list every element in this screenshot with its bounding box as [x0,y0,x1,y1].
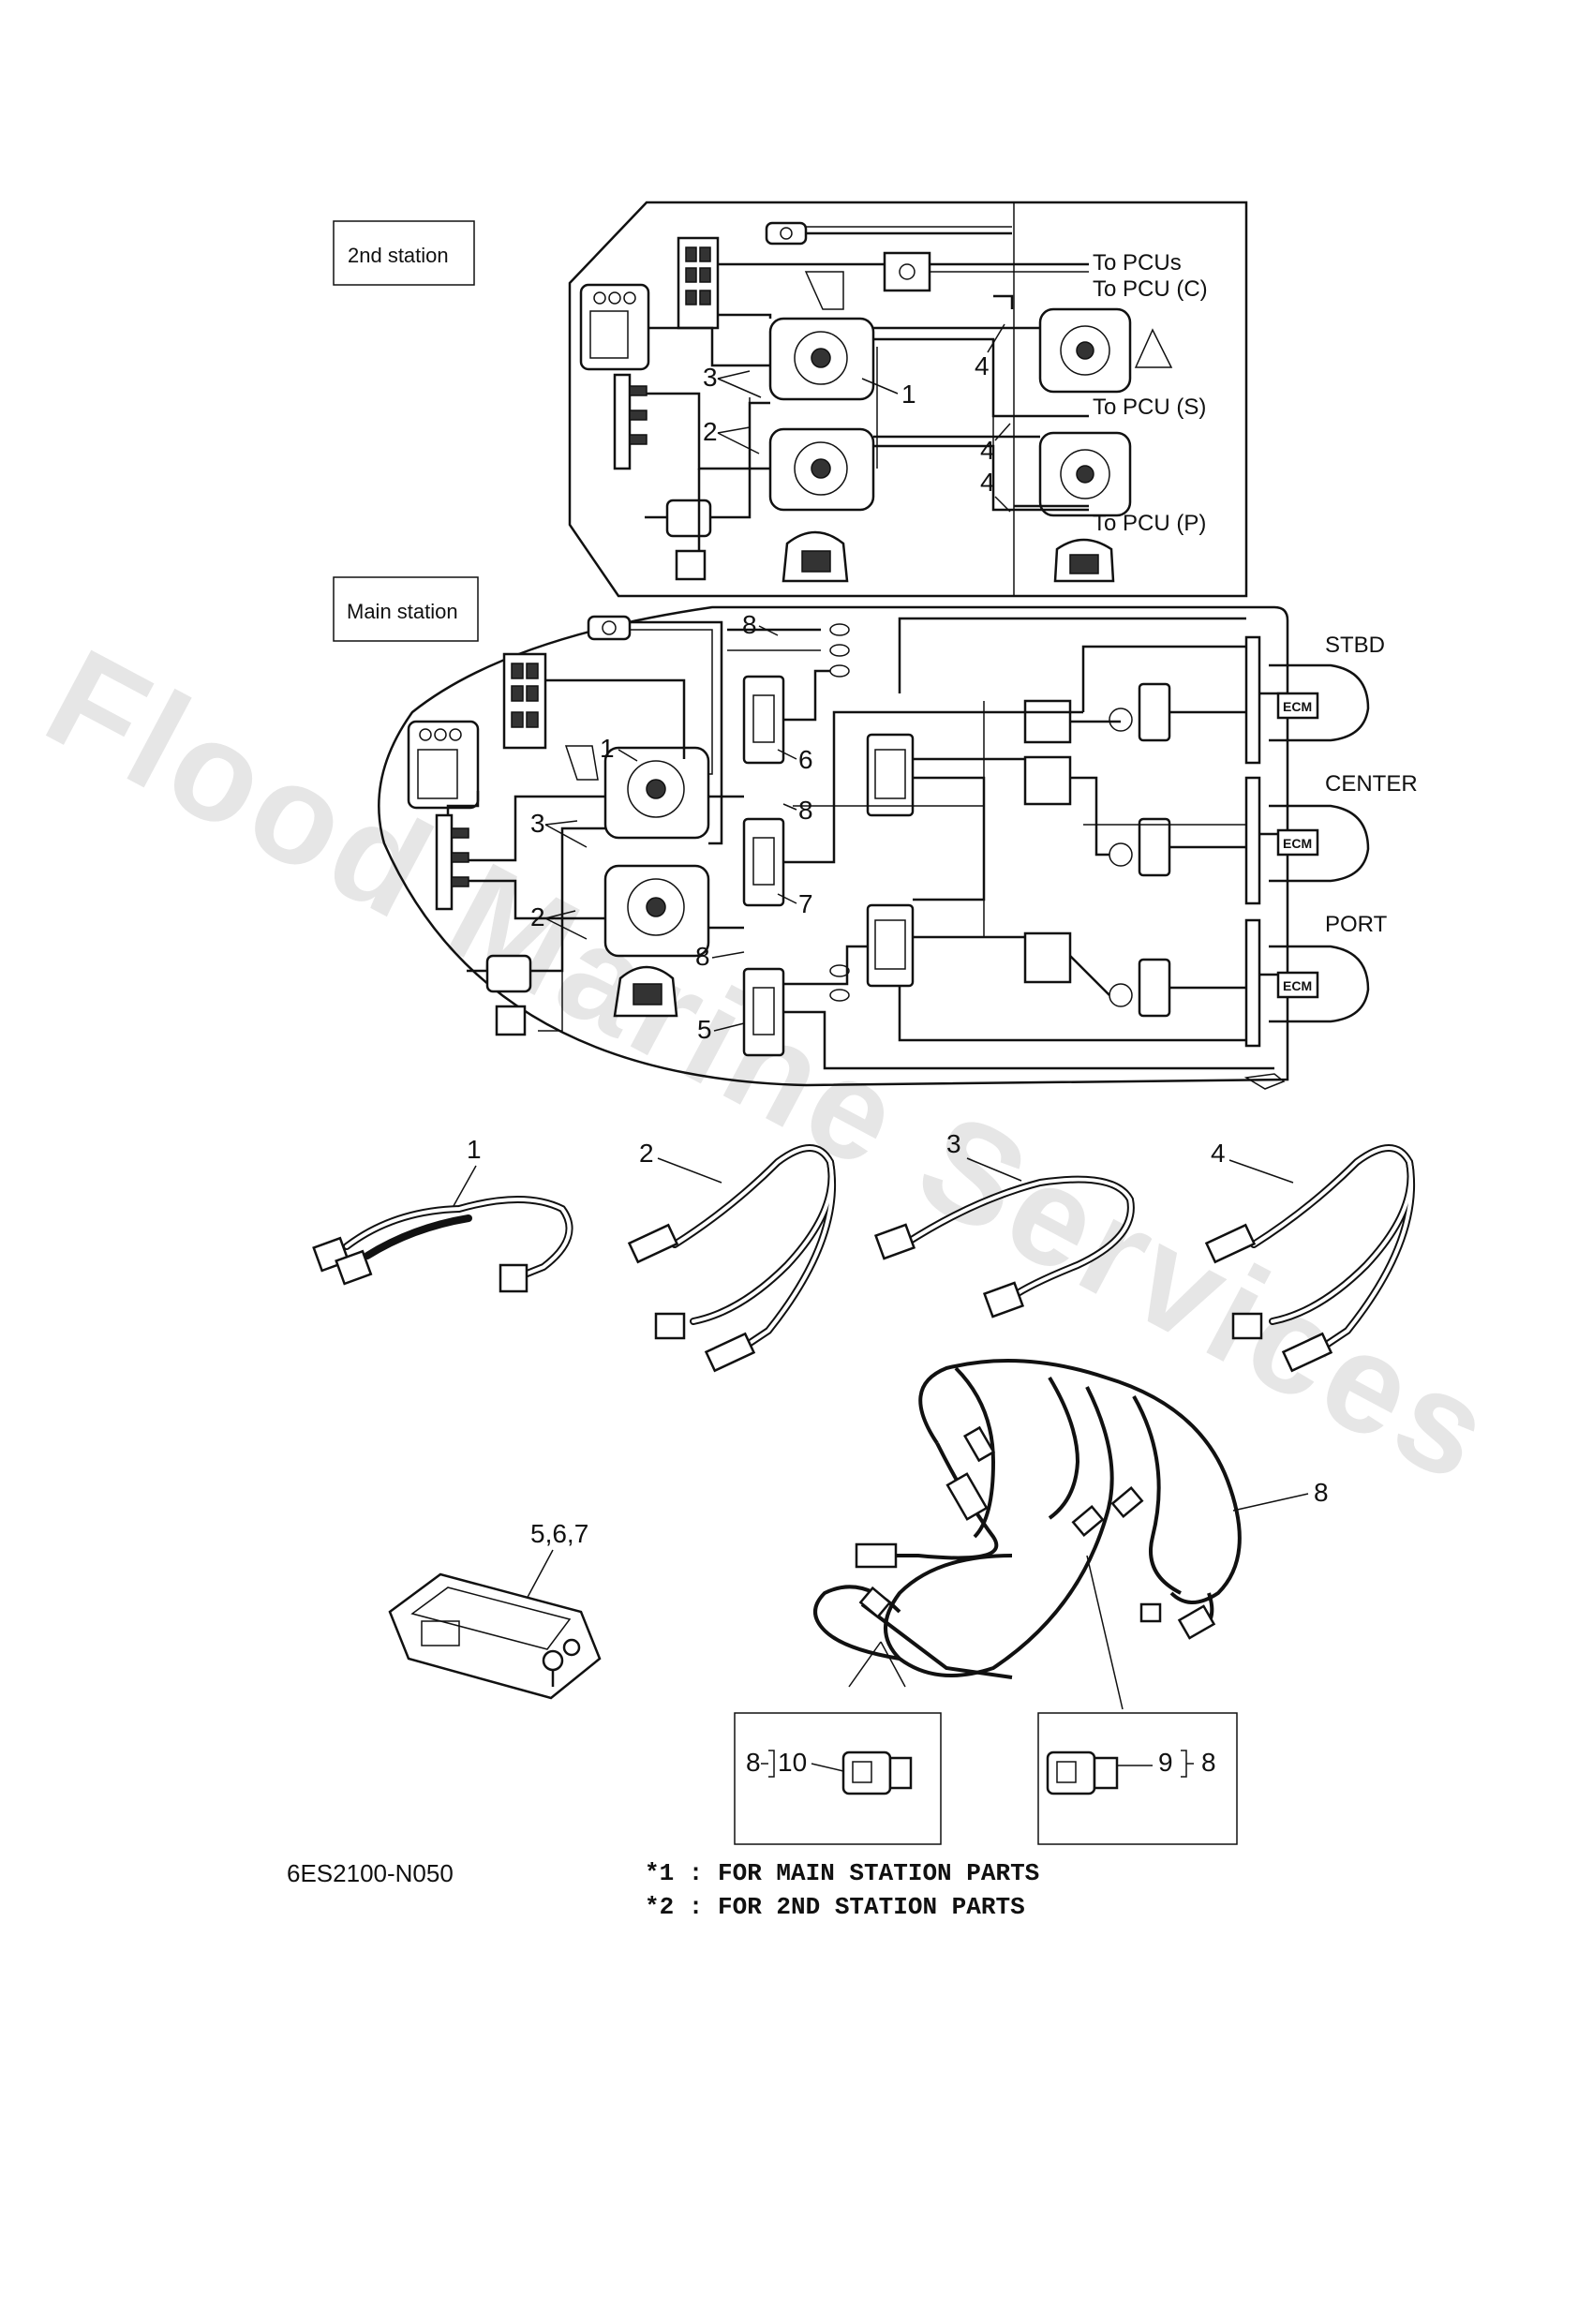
ecm-port: ECM [1283,978,1312,993]
part-1-harness: 1 [312,1135,573,1293]
ecm-stbd: ECM [1283,699,1312,714]
callout-8-main-c: 8 [695,942,710,971]
main-station-label-box [333,576,479,642]
detail-9-parent: 8 [1201,1748,1216,1777]
callout-4-2nd-c: 4 [980,468,995,497]
engine-port: PORT ECM [1269,912,1388,1023]
callout-7-main: 7 [798,889,813,918]
engine-port-label: PORT [1325,912,1388,937]
ecm-center: ECM [1283,836,1312,851]
callout-3-2nd: 3 [703,363,718,392]
callout-2-main: 2 [530,902,545,931]
callout-3-main: 3 [530,809,545,838]
part-4-callout: 4 [1211,1139,1226,1168]
callout-4-2nd-a: 4 [975,351,990,380]
callout-1-2nd: 1 [901,380,916,409]
dest-pcu-p: To PCU (P) [1093,511,1206,536]
engine-stbd-label: STBD [1325,633,1385,658]
main-station-label: Main station [347,600,458,623]
detail-10-parent: 8 [746,1748,761,1777]
part-567-callout: 5,6,7 [530,1519,588,1548]
callout-8-main-b: 8 [798,796,813,825]
second-station-label: 2nd station [348,244,449,267]
detail-10-child: 10 [778,1748,807,1777]
callout-4-2nd-b: 4 [980,436,995,465]
part-567-gateway: 5,6,7 [388,1519,602,1700]
note-main-station: *1 : FOR MAIN STATION PARTS [645,1859,1039,1887]
callout-6-main: 6 [798,745,813,774]
note-2nd-station: *2 : FOR 2ND STATION PARTS [645,1893,1025,1921]
part-2-callout: 2 [639,1139,654,1168]
detail-box-10: 8 10 [734,1712,942,1845]
dest-pcu-c: To PCU (C) [1093,276,1208,302]
engine-stbd: STBD ECM [1269,633,1385,742]
part-1-callout: 1 [467,1135,482,1164]
callout-5-main: 5 [697,1015,712,1044]
dest-pcus: To PCUs [1093,250,1182,276]
second-station-panel: 2nd station [333,201,1248,598]
part-2-harness: 2 [627,1139,837,1373]
engine-center: CENTER ECM [1269,771,1418,883]
drawing-code: 6ES2100-N050 [287,1859,454,1887]
part-3-harness: 3 [873,1129,1135,1318]
callout-1-main: 1 [600,734,615,763]
callout-8-main-a: 8 [742,610,757,639]
dest-pcu-s: To PCU (S) [1093,395,1206,420]
detail-9-child: 9 [1158,1748,1173,1777]
engine-center-label: CENTER [1325,771,1418,797]
main-station-panel: Main station [333,576,1289,1090]
part-3-callout: 3 [946,1129,961,1158]
part-4-harness: 4 [1204,1139,1416,1373]
detail-box-9: 9 8 [1037,1712,1238,1845]
part-8-harness: 8 [813,1359,1329,1710]
second-station-label-box [333,220,475,286]
part-8-callout: 8 [1314,1478,1329,1507]
callout-2-2nd: 2 [703,417,718,446]
